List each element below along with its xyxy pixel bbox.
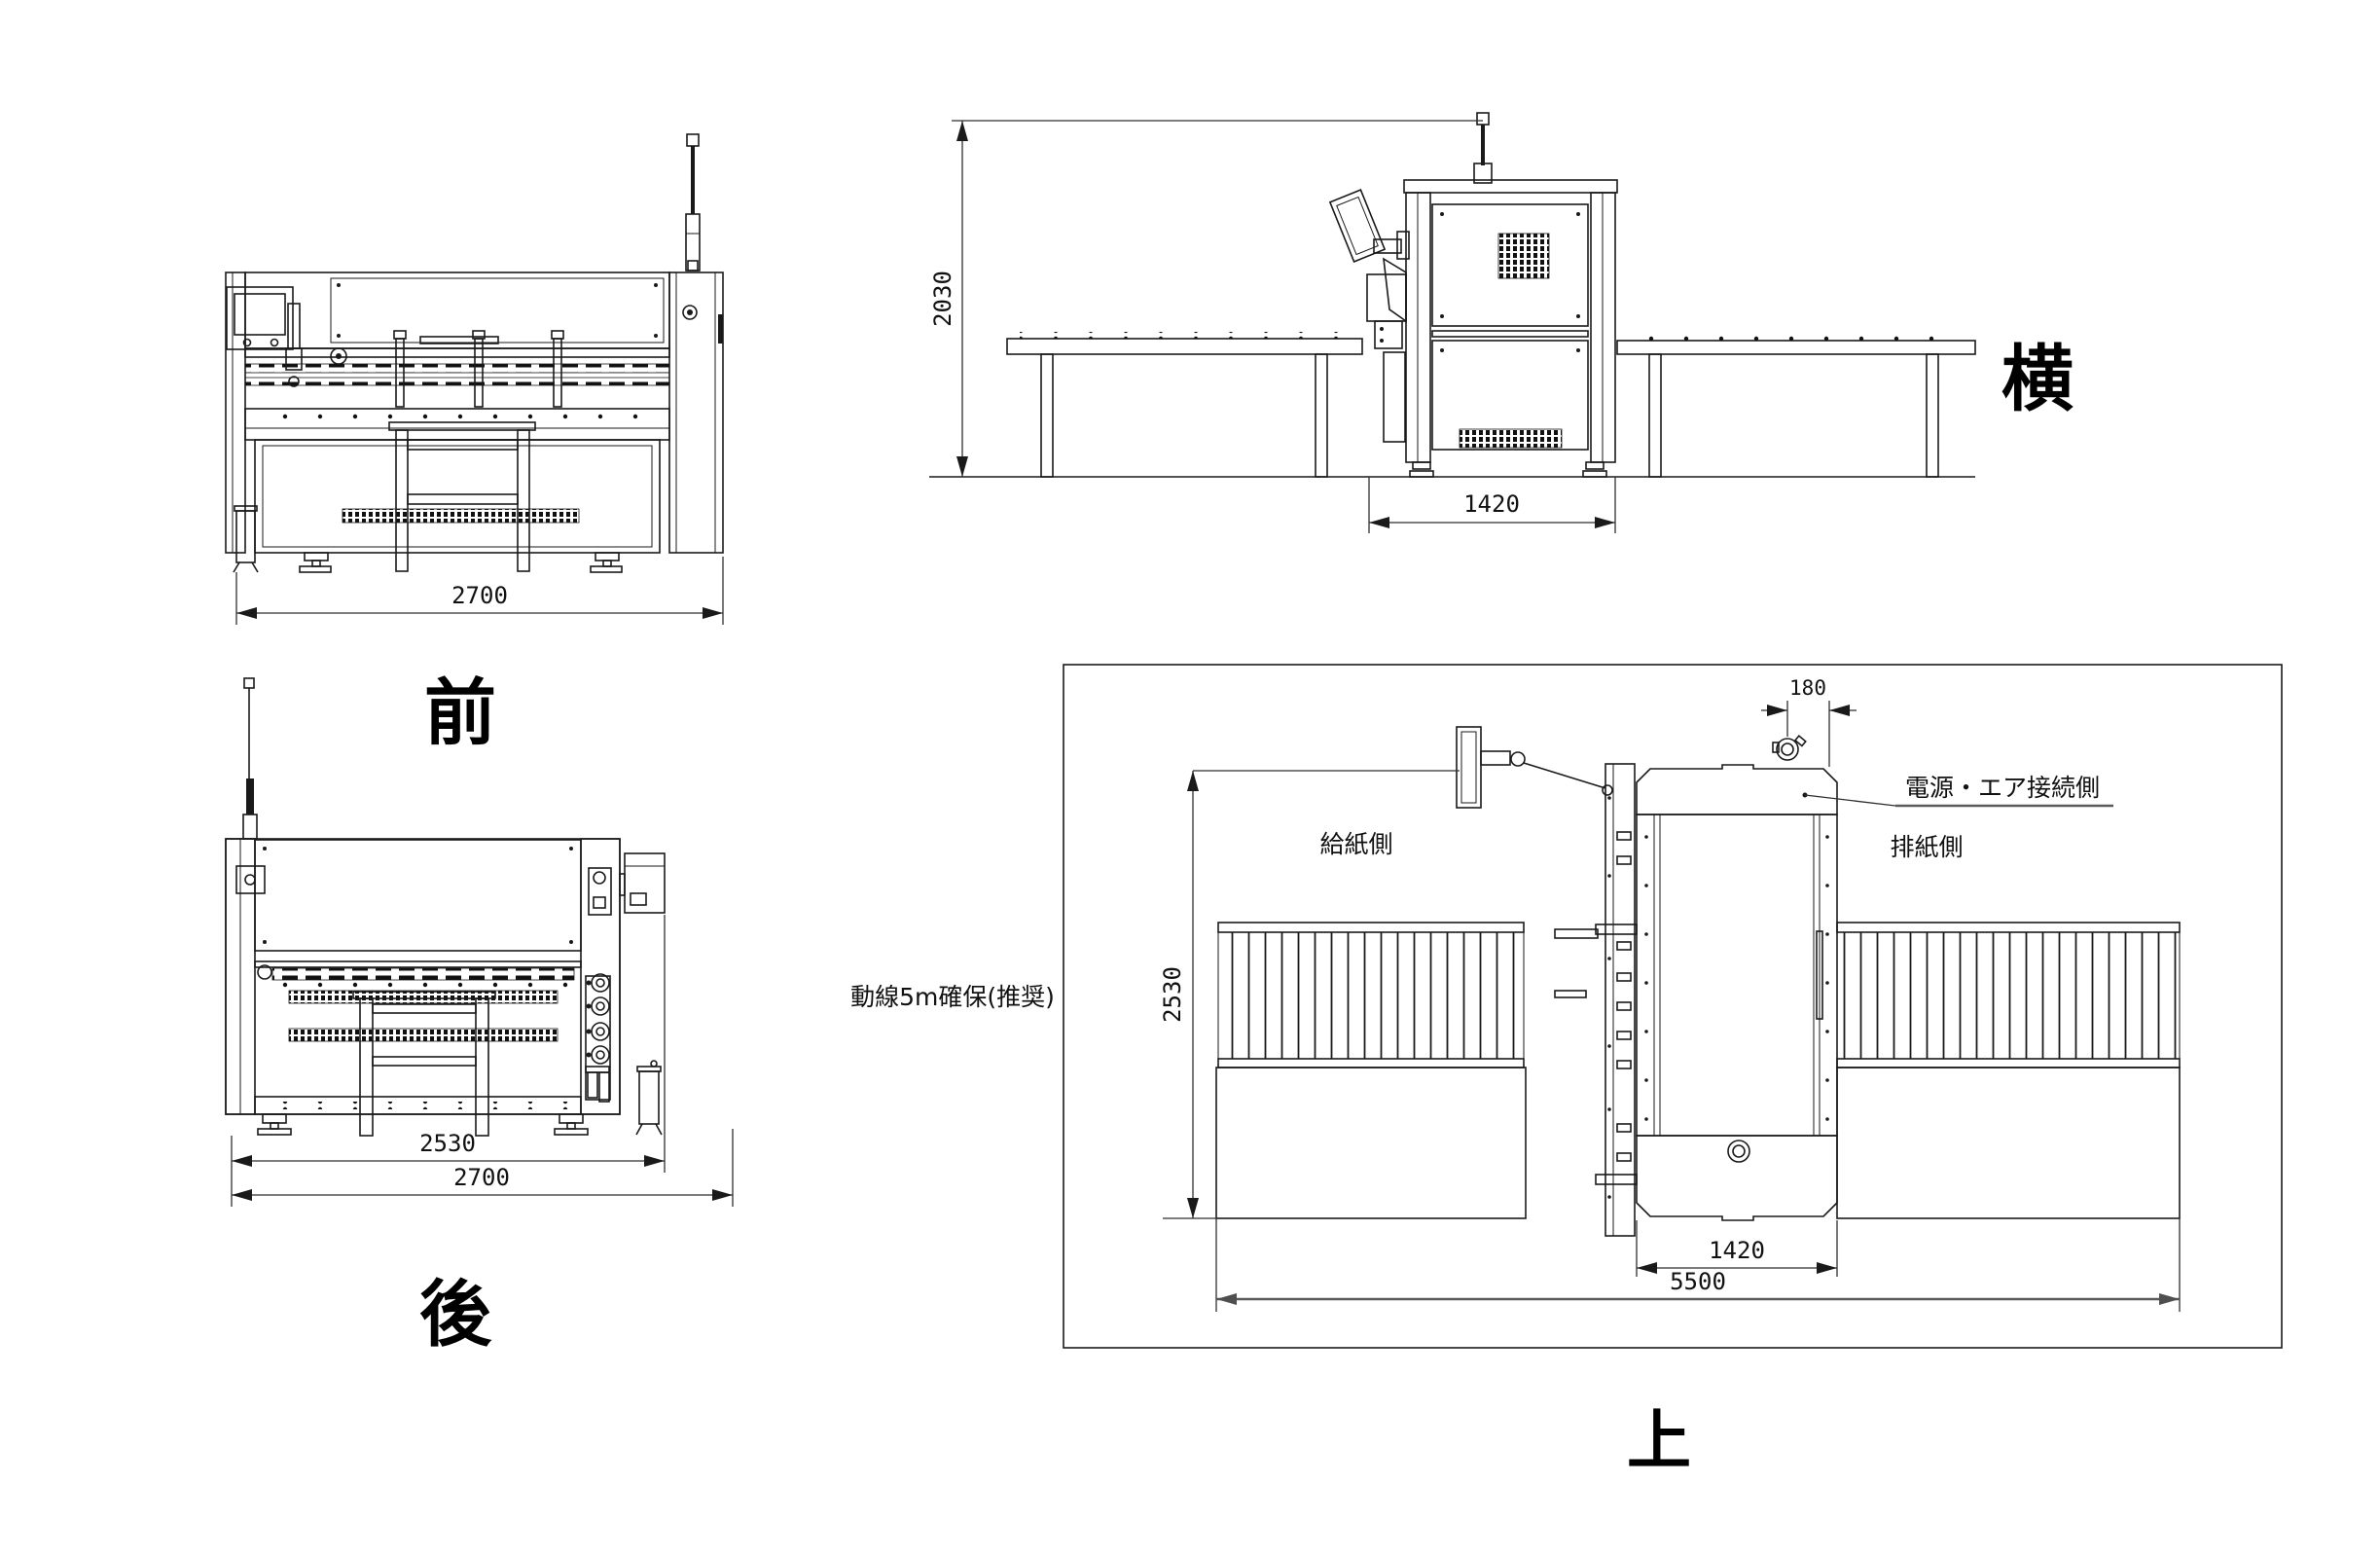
front-signal-tower (685, 133, 701, 272)
top-dim-machine-depth: 2530 (1159, 770, 1460, 1219)
top-exit-side-label: 排紙側 (1890, 833, 1963, 861)
rear-operator-ladder (352, 991, 496, 1137)
top-dim-1420: 1420 (1709, 1237, 1765, 1264)
front-view: 2700 前 (225, 133, 724, 755)
side-machine-tower (1403, 179, 1618, 478)
top-control-monitor (1456, 726, 1613, 809)
rear-feet (257, 1113, 589, 1136)
side-dim-machine-depth: 1420 (1368, 477, 1616, 533)
side-feeder-attachments (1366, 273, 1407, 443)
top-view-frame (1063, 664, 2283, 1349)
side-dim-1420: 1420 (1463, 490, 1520, 518)
top-feed-conveyor (1217, 922, 1599, 1068)
side-exit-table (1616, 334, 1976, 478)
top-power-air-callout: 電源・エア接続側 (1802, 774, 2113, 808)
rear-signal-tower (242, 677, 258, 840)
side-view: 2030 1420 横 (929, 112, 2073, 533)
side-feed-table (1006, 332, 1363, 478)
side-signal-tower (1473, 112, 1493, 184)
top-exit-conveyor (1816, 922, 2181, 1068)
rear-machine-body (225, 838, 621, 1115)
side-dim-overall-height: 2030 (929, 120, 1483, 477)
rear-valve-panel (585, 973, 611, 1103)
rear-dim-2700: 2700 (453, 1164, 510, 1191)
rear-view: 2530 2700 後 (225, 677, 734, 1357)
rear-attached-box (619, 852, 666, 914)
top-feed-side-label: 給紙側 (1319, 830, 1392, 858)
top-feed-table (1215, 1067, 1527, 1219)
front-tooling-posts (393, 330, 564, 408)
top-feeder-rail (1595, 763, 1638, 1237)
rear-side-stand (635, 1060, 663, 1136)
front-control-monitor (226, 286, 303, 387)
front-dim-overall-width: 2700 (235, 557, 724, 625)
side-view-label: 横 (2001, 338, 2073, 421)
top-power-air-connector (1772, 735, 1807, 761)
top-view: 動線5m確保(推奨) (850, 664, 2283, 1478)
rear-view-label: 後 (419, 1273, 492, 1357)
top-dim-2530: 2530 (1159, 966, 1186, 1023)
front-side-stand (233, 505, 259, 573)
top-dim-connector-offset: 180 (1761, 676, 1857, 767)
front-dim-2700: 2700 (451, 582, 508, 609)
top-body-screws (1644, 835, 1829, 1121)
rear-dim-body-width: 2530 (231, 915, 666, 1207)
top-clearance-note: 動線5m確保(推奨) (850, 983, 1055, 1011)
rear-dim-overall-width: 2700 (232, 1129, 734, 1207)
top-dim-180: 180 (1789, 676, 1826, 700)
top-dim-body-width: 1420 (1636, 1220, 1838, 1277)
front-view-label: 前 (424, 671, 496, 755)
side-control-monitor (1328, 188, 1410, 323)
top-dim-5500: 5500 (1670, 1268, 1726, 1295)
top-dim-overall-length: 5500 (1215, 1070, 2181, 1312)
top-exit-table (1836, 1067, 2181, 1219)
side-dim-2030: 2030 (929, 271, 956, 327)
rear-dim-2530: 2530 (419, 1130, 476, 1157)
front-operator-ladder (388, 421, 536, 572)
front-feet (299, 552, 623, 573)
top-power-air-label: 電源・エア接続側 (1905, 774, 2100, 802)
top-machine-body (1595, 763, 1838, 1237)
top-view-label: 上 (1627, 1403, 1691, 1478)
